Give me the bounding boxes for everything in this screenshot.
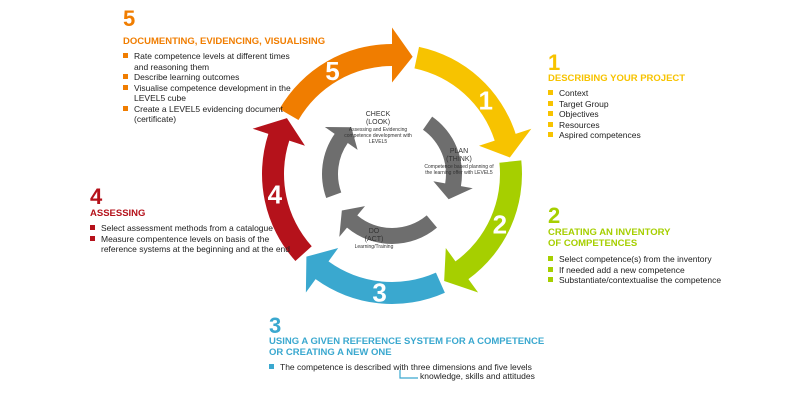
do-title: DO (368, 228, 380, 235)
step3-title-line1: USING A GIVEN REFERENCE SYSTEM FOR A COM… (269, 336, 545, 347)
list-item: Rate competence levels at different time… (123, 51, 303, 72)
segment-2-arrow (444, 160, 522, 293)
step3-title-line2: OR CREATING A NEW ONE (269, 347, 392, 358)
check-title: CHECK (365, 111, 391, 118)
step5-title: DOCUMENTING, EVIDENCING, VISUALISING (123, 36, 326, 47)
bullet-square (123, 84, 128, 90)
segment-5-arrow (279, 27, 413, 120)
list-item: Describe learning outcomes (123, 72, 303, 83)
step5-number: 5 (123, 6, 136, 31)
inner-pdca-ring (322, 116, 473, 245)
bullet-square (548, 277, 553, 282)
do-to-check-arrow (322, 126, 358, 198)
plan-label: PLAN (THINK) Competence based planning o… (424, 148, 494, 176)
bullet-square (548, 90, 553, 95)
do-subtitle: (ACT) (364, 236, 384, 243)
bullet-square (90, 235, 95, 241)
list-item: Measure compentence levels on basis of t… (90, 234, 290, 255)
list-item: Visualise competence development in the … (123, 83, 303, 104)
list-item: Target Group (548, 99, 748, 110)
segment-4-arrow (252, 118, 312, 261)
bullet-square (90, 225, 95, 230)
plan-to-do-arrow (339, 206, 437, 245)
segment-5-label: 5 (325, 56, 339, 86)
list-item: Create a LEVEL5 evidencing document (cer… (123, 104, 303, 125)
step1-title: DESCRIBING YOUR PROJECT (548, 73, 686, 84)
check-label: CHECK (LOOK) Assessing and Evidencing co… (336, 111, 420, 145)
bullet-square (123, 74, 128, 79)
list-item: Select competence(s) from the inventory (548, 254, 788, 265)
check-subtitle: (LOOK) (365, 119, 391, 126)
list-item: The competence is described with three d… (269, 362, 589, 373)
list-item: Select assessment methods from a catalog… (90, 223, 290, 234)
bullet-square (123, 53, 128, 58)
segment-4-label: 4 (268, 180, 283, 210)
step2-number: 2 (548, 203, 561, 228)
list-item: Substantiate/contextualise the competenc… (548, 275, 788, 286)
bullet-square (269, 364, 274, 369)
step1-number: 1 (548, 50, 561, 75)
list-item: Objectives (548, 109, 748, 120)
segment-3-arrow (305, 248, 445, 304)
outer-cycle-ring: 1 2 3 4 5 (252, 27, 532, 307)
do-desc: Learning/Training (354, 244, 394, 250)
step2-title-line1: CREATING AN INVENTORY (548, 227, 671, 238)
segment-1-arrow (414, 46, 532, 158)
check-desc: Assessing and Evidencing competence deve… (344, 127, 412, 145)
bullet-square (548, 111, 553, 116)
step3-number: 3 (269, 313, 282, 338)
sub-note-connector (399, 370, 418, 379)
step2-list: Select competence(s) from the inventory … (548, 254, 788, 286)
check-to-plan-arrow (422, 116, 473, 200)
step3-list: The competence is described with three d… (269, 362, 589, 373)
step1-list: Context Target Group Objectives Resource… (548, 88, 748, 141)
bullet-square (548, 132, 553, 137)
step5-list: Rate competence levels at different time… (123, 51, 303, 125)
bullet-square (548, 256, 553, 261)
list-item: Resources (548, 120, 748, 131)
list-item: If needed add a new competence (548, 265, 788, 276)
bullet-square (123, 105, 128, 111)
bullet-square (548, 121, 553, 127)
step4-list: Select assessment methods from a catalog… (90, 223, 290, 255)
list-item: Context (548, 88, 748, 99)
step4-title: ASSESSING (90, 208, 146, 219)
segment-3-label: 3 (372, 277, 386, 307)
step4-number: 4 (90, 184, 103, 209)
bullet-square (548, 266, 553, 272)
segment-2-label: 2 (493, 209, 507, 239)
do-label: DO (ACT) Learning/Training (350, 228, 398, 250)
plan-subtitle: (THINK) (446, 156, 472, 163)
bullet-square (548, 100, 553, 106)
step3-sub-note: knowledge, skills and attitudes (420, 371, 535, 381)
plan-title: PLAN (449, 148, 469, 155)
plan-desc: Competence based planning of the learnin… (424, 164, 494, 176)
list-item: Aspired competences (548, 130, 748, 141)
segment-1-label: 1 (479, 86, 493, 116)
step2-title-line2: OF COMPETENCES (548, 238, 638, 249)
